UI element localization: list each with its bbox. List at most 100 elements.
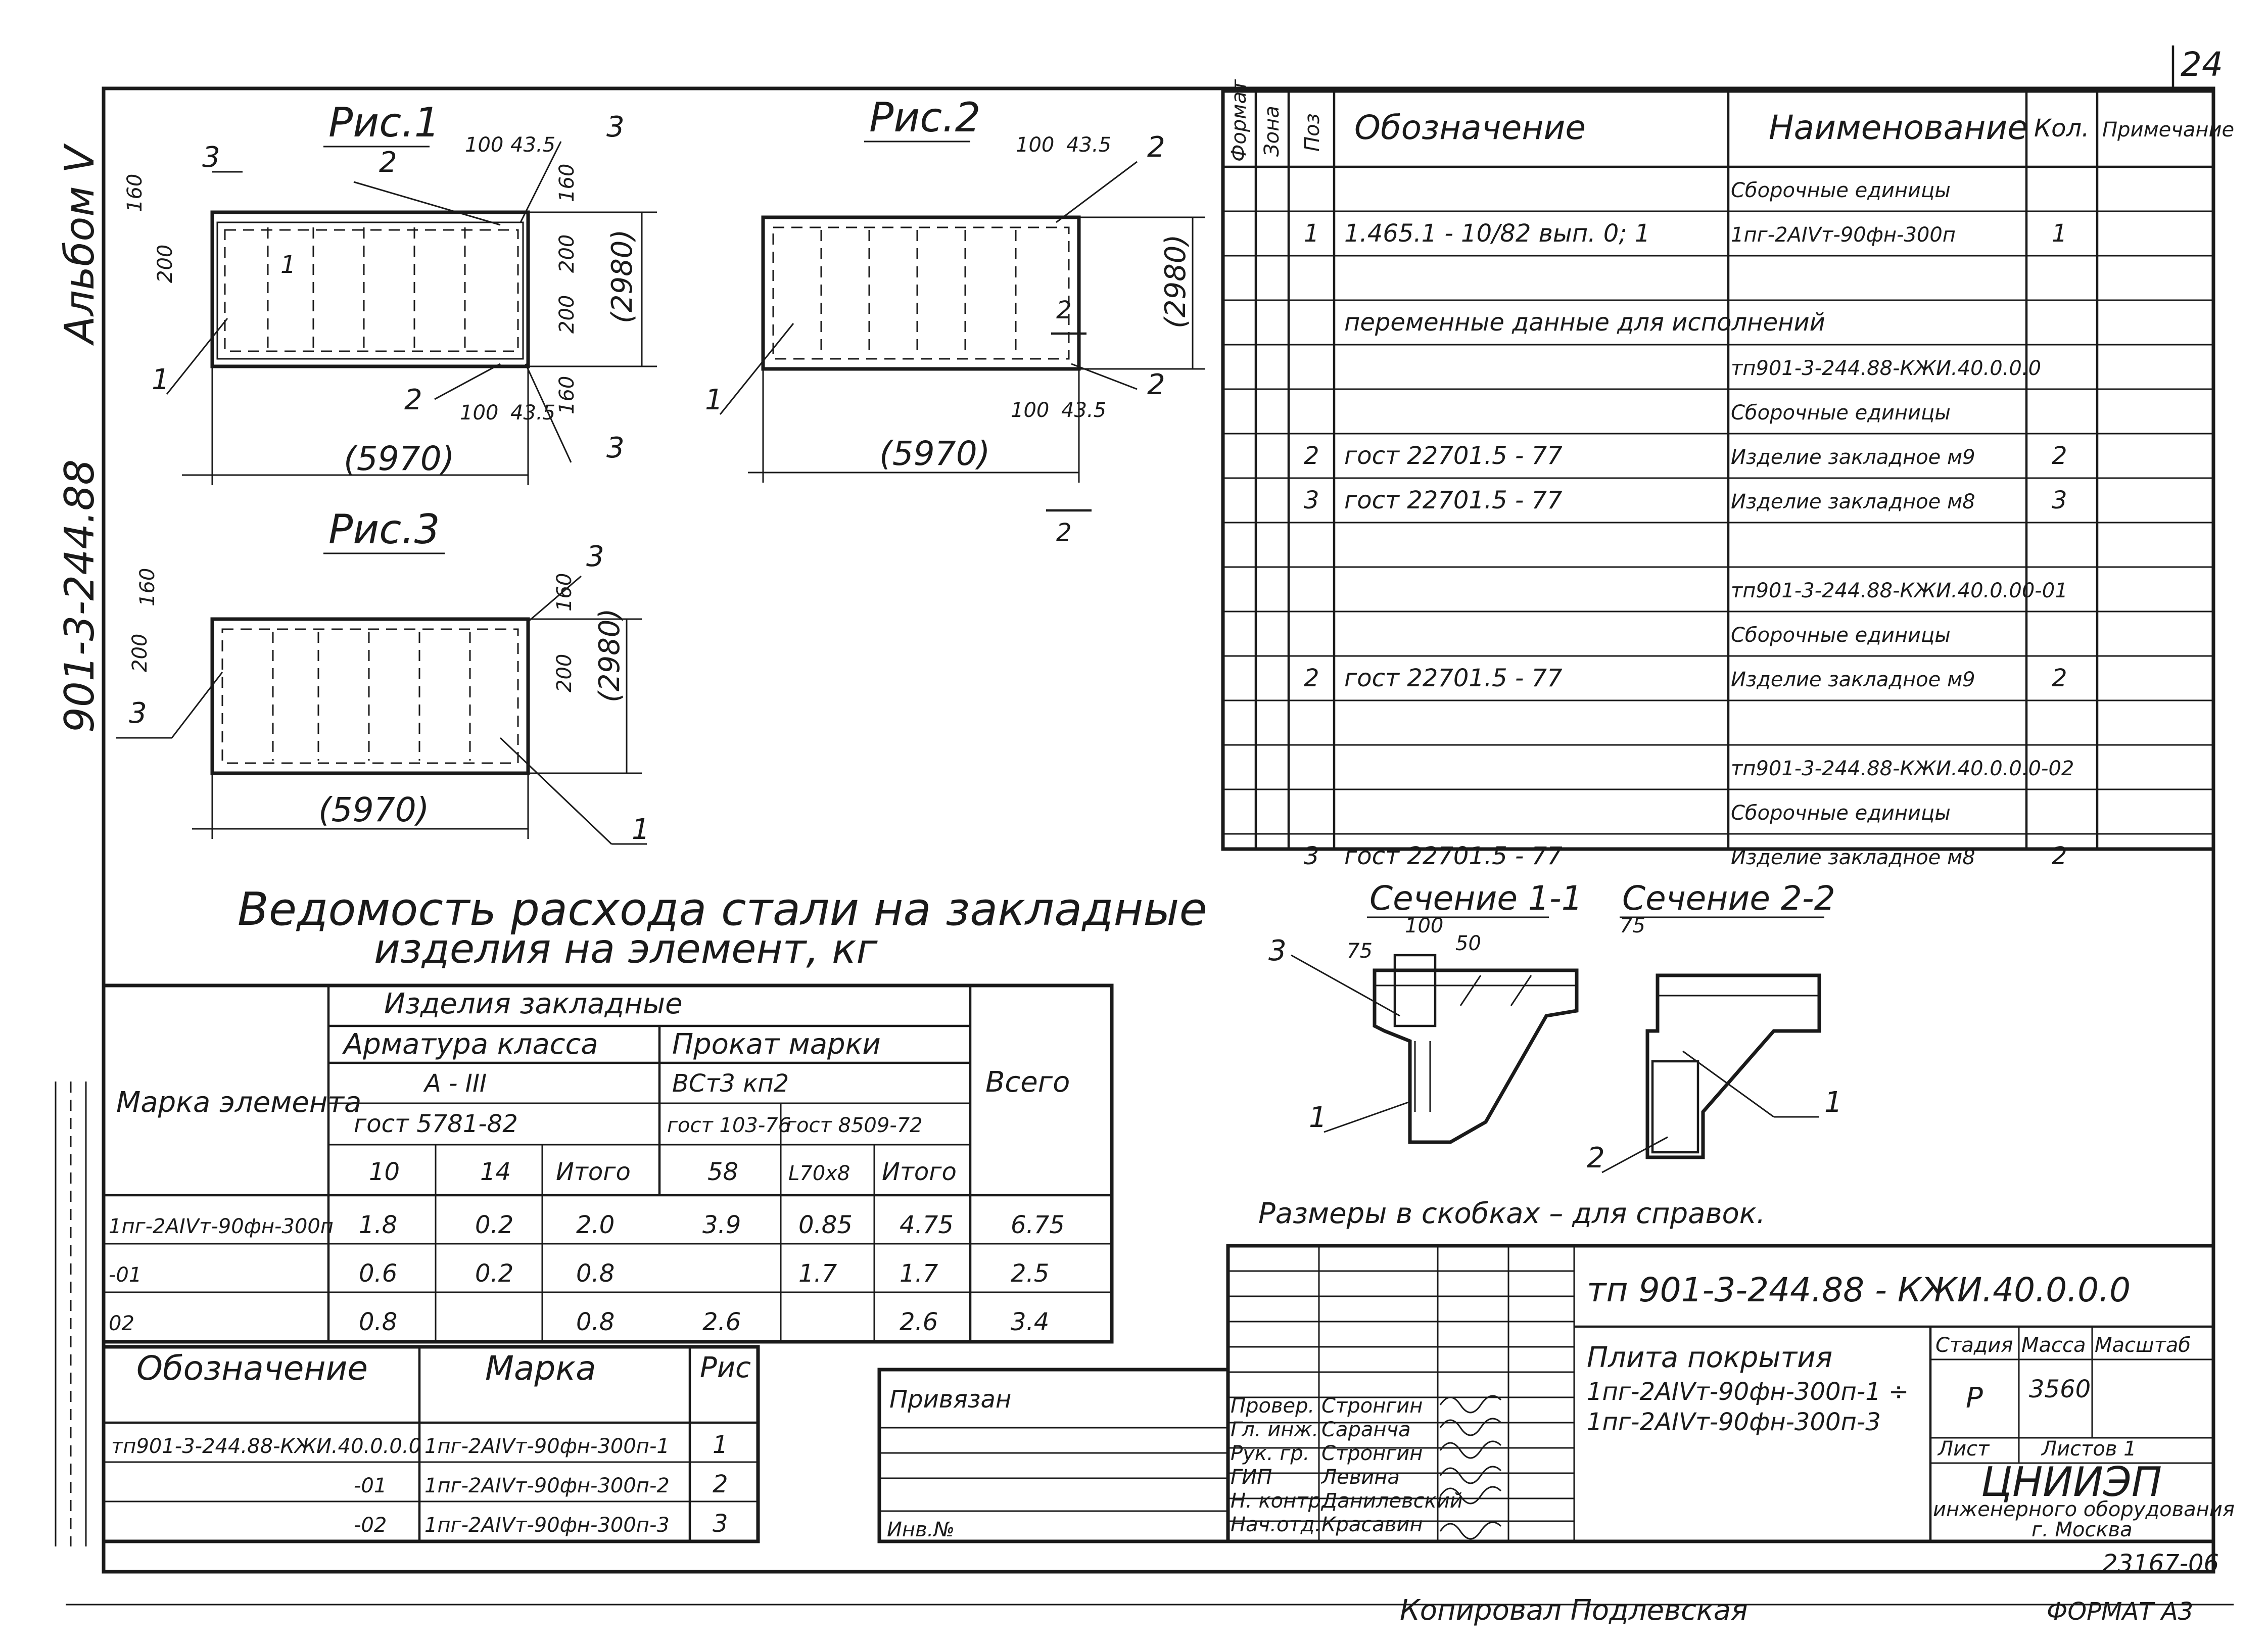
steel-cell-c10: 0.6: [359, 1259, 397, 1288]
spec-designation: гост 22701.5 - 77: [1344, 486, 1563, 514]
series-label: 901-3-244.88: [56, 459, 103, 733]
steel-h-rolled: Прокат марки: [672, 1028, 881, 1061]
staff-role: Провер.: [1231, 1394, 1314, 1418]
svg-text:(5970): (5970): [318, 790, 429, 829]
staff-name: Саранча: [1321, 1418, 1411, 1441]
steel-h-gost8509: гост 8509-72: [786, 1114, 923, 1137]
svg-text:58: 58: [707, 1158, 738, 1186]
stage-value: Р: [1966, 1382, 1983, 1415]
svg-text:2: 2: [1056, 296, 1072, 324]
steel-cell-c14: 0.2: [475, 1211, 513, 1239]
svg-text:75: 75: [1347, 940, 1373, 963]
spec-name: тп901-3-244.88-КЖИ.40.0.0.0-02: [1731, 757, 2074, 780]
spec-poz: 1: [1304, 219, 1319, 248]
spec-designation: переменные данные для исполнений: [1344, 308, 1825, 337]
svg-text:200: 200: [555, 295, 579, 334]
spec-qty: 3: [2052, 486, 2067, 514]
spec-qty: 2: [2052, 842, 2067, 870]
steel-cell-it1: 0.8: [576, 1308, 615, 1336]
svg-text:1: 1: [1309, 1101, 1327, 1134]
org-name: ЦНИИЭП: [1981, 1459, 2162, 1506]
figure-1: Рис.1 (5970) (2980) 100 43.5 160 200 200…: [123, 99, 657, 485]
svg-text:160: 160: [553, 573, 576, 612]
scale-header: Масштаб: [2095, 1334, 2191, 1357]
svg-text:2: 2: [1056, 519, 1072, 547]
spec-designation: гост 22701.5 - 77: [1344, 842, 1563, 870]
spec-name: Сборочные единицы: [1731, 179, 1951, 202]
svg-text:200: 200: [553, 654, 576, 692]
steel-cell-total: 3.4: [1011, 1308, 1049, 1336]
spec-rows: Сборочные единицы 1 1.465.1 - 10/82 вып. 0…: [1304, 179, 2074, 870]
steel-cell-mark: 1пг-2АIVт-90фн-300п: [109, 1215, 334, 1238]
steel-cell-total: 2.5: [1011, 1259, 1049, 1288]
mark-fig: 3: [713, 1510, 728, 1538]
steel-cell-total: 6.75: [1011, 1211, 1065, 1239]
svg-text:160: 160: [136, 568, 159, 606]
page-number: 24: [2181, 45, 2223, 84]
staff-role: Н. контр.: [1231, 1489, 1328, 1513]
mark-rows: тп901-3-244.88-КЖИ.40.0.0.0 1пг-2АIVт-90ф…: [111, 1431, 728, 1538]
svg-text:1: 1: [280, 251, 296, 279]
staff-name: Стронгин: [1321, 1394, 1423, 1418]
staff-role: ГИП: [1231, 1466, 1272, 1489]
figure-3: Рис.3 (5970) (2980) 160 200 160 200 3 3 …: [116, 506, 650, 846]
steel-h-total: Всего: [985, 1066, 1070, 1099]
svg-text:3: 3: [606, 432, 625, 464]
mark-designation: тп901-3-244.88-КЖИ.40.0.0.0: [111, 1435, 421, 1458]
spec-name: Сборочные единицы: [1731, 624, 1951, 647]
mark-designation: -02: [354, 1514, 387, 1537]
title-name-3: 1пг-2АIVт-90фн-300п-3: [1587, 1408, 1881, 1436]
steel-h-class: А - III: [423, 1069, 487, 1098]
steel-cell-mark: 02: [109, 1312, 134, 1335]
svg-text:100: 100: [465, 133, 503, 157]
steel-cell-it1: 0.8: [576, 1259, 615, 1288]
spec-header-format: Формат: [1227, 79, 1251, 162]
svg-text:100: 100: [1405, 914, 1443, 937]
steel-cell-it2: 4.75: [900, 1211, 954, 1239]
svg-text:3: 3: [606, 111, 625, 144]
svg-text:200: 200: [555, 234, 579, 273]
spec-name: Изделие закладное м9: [1731, 668, 1975, 691]
fig2-ribs: [772, 226, 1070, 360]
title-name-2: 1пг-2АIVт-90фн-300п-1 ÷: [1587, 1378, 1909, 1406]
spec-header-qty: Кол.: [2034, 114, 2089, 143]
title-block: тп 901-3-244.88 - КЖИ.40.0.0.0 Плита пок…: [1226, 1244, 2235, 1543]
dimensions-note: Размеры в скобках – для справок.: [1258, 1197, 1765, 1230]
section-2-2: Сечение 2-2 75 1 2: [1587, 879, 1842, 1175]
spec-name: тп901-3-244.88-КЖИ.40.0.0.0: [1731, 357, 2041, 380]
inv-label: Инв.№: [887, 1518, 955, 1541]
mark-table: Обозначение Марка Рис тп901-3-244.88-КЖИ…: [102, 1345, 760, 1543]
spec-qty: 2: [2052, 442, 2067, 470]
mark-fig: 1: [713, 1431, 728, 1459]
svg-text:100: 100: [1016, 133, 1054, 157]
svg-text:1: 1: [152, 363, 170, 396]
svg-text:3: 3: [1268, 934, 1287, 967]
section-2-2-title: Сечение 2-2: [1622, 879, 1835, 918]
section-1-1-title: Сечение 1-1: [1369, 879, 1583, 918]
steel-cell-it1: 2.0: [576, 1211, 615, 1239]
spec-name: Сборочные единицы: [1731, 401, 1951, 425]
svg-text:100: 100: [1011, 399, 1049, 422]
staff-name: Данилевский: [1320, 1489, 1463, 1513]
copied-by: Копировал Подлевская: [1400, 1594, 1748, 1627]
spec-header-designation: Обозначение: [1354, 108, 1586, 147]
svg-text:43.5: 43.5: [510, 133, 555, 157]
fig2-slab-outline: [761, 215, 1081, 371]
svg-text:160: 160: [555, 164, 579, 202]
title-code: тп 901-3-244.88 - КЖИ.40.0.0.0: [1587, 1271, 2131, 1309]
staff-role: Нач.отд.: [1231, 1513, 1321, 1536]
mark-mark: 1пг-2АIVт-90фн-300п-3: [424, 1514, 670, 1537]
steel-h-gost5781: гост 5781-82: [354, 1110, 518, 1138]
fig1-title: Рис.1: [328, 99, 440, 146]
steel-h-products: Изделия закладные: [384, 988, 683, 1020]
svg-text:200: 200: [128, 634, 152, 672]
svg-text:160: 160: [123, 174, 147, 212]
album-label: Альбом V: [56, 143, 103, 346]
spec-designation: 1.465.1 - 10/82 вып. 0; 1: [1344, 219, 1650, 248]
svg-text:10: 10: [369, 1158, 400, 1186]
spec-qty: 2: [2052, 664, 2067, 692]
steel-cell-it2: 2.6: [900, 1308, 938, 1336]
